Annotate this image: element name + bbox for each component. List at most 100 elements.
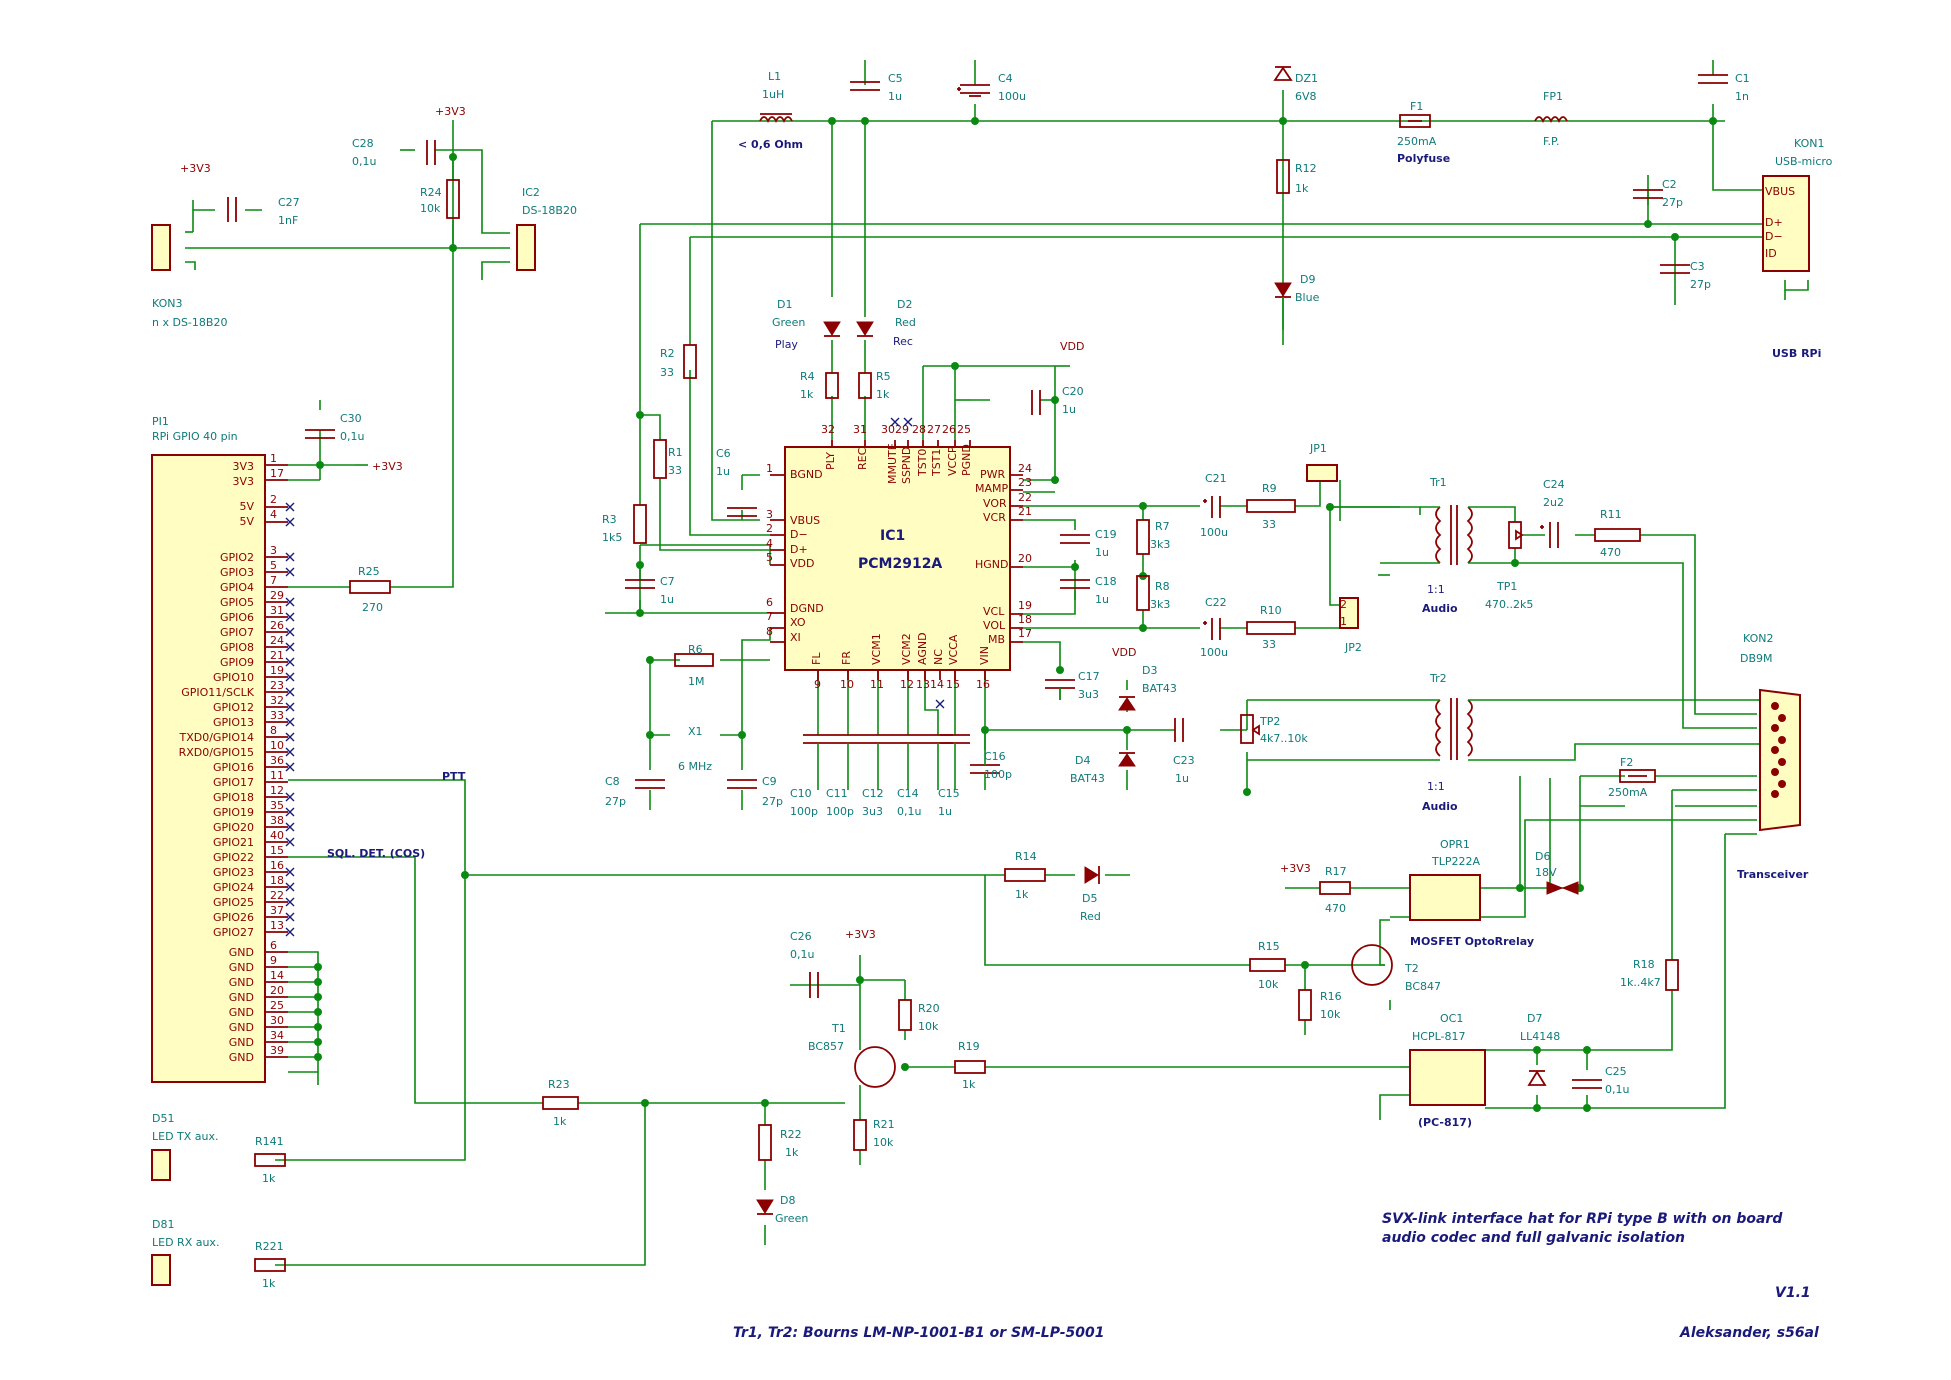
svg-text:GPIO21: GPIO21 [213,836,254,849]
svg-text:R2: R2 [660,347,675,360]
svg-text:3V3: 3V3 [232,475,254,488]
svg-text:30: 30 [270,1014,284,1027]
svg-text:GPIO10: GPIO10 [213,671,254,684]
svg-text:6V8: 6V8 [1295,90,1317,103]
svg-text:GPIO5: GPIO5 [220,596,254,609]
transceiver-label: Transceiver [1737,868,1809,881]
svg-text:TST0: TST0 [916,449,929,477]
svg-text:KON3: KON3 [152,297,183,310]
svg-text:R23: R23 [548,1078,570,1091]
svg-text:38: 38 [270,814,284,827]
transformers [1420,505,1488,761]
svg-text:10: 10 [270,739,284,752]
svg-text:21: 21 [270,649,284,662]
svg-text:250mA: 250mA [1397,135,1437,148]
svg-text:22: 22 [270,889,284,902]
svg-text:GND: GND [229,976,254,989]
connectors [151,175,1810,1286]
svg-text:C19: C19 [1095,528,1117,541]
svg-text:10k: 10k [918,1020,939,1033]
mosfet-label: MOSFET OptoRrelay [1410,935,1534,948]
svg-text:VCCA: VCCA [947,634,960,665]
svg-text:OPR1: OPR1 [1440,838,1470,851]
svg-text:VCM2: VCM2 [900,633,913,665]
svg-text:C24: C24 [1543,478,1565,491]
svg-text:R6: R6 [688,643,703,656]
svg-text:KON2: KON2 [1743,632,1774,645]
svg-text:MAMP: MAMP [975,482,1009,495]
svg-text:R1: R1 [668,446,683,459]
svg-text:27p: 27p [605,795,626,808]
svg-text:4: 4 [766,537,773,550]
v3-label-t1: +3V3 [845,928,876,941]
svg-text:GPIO7: GPIO7 [220,626,254,639]
svg-text:33: 33 [270,709,284,722]
svg-text:24: 24 [270,634,284,647]
svg-text:FL: FL [810,652,823,665]
svg-text:L1: L1 [768,70,781,83]
svg-text:11: 11 [870,678,884,691]
svg-text:GND: GND [229,946,254,959]
svg-text:3: 3 [270,544,277,557]
svg-text:D2: D2 [897,298,912,311]
svg-text:20: 20 [1018,552,1032,565]
svg-text:R9: R9 [1262,482,1277,495]
svg-text:GPIO20: GPIO20 [213,821,254,834]
svg-text:15: 15 [946,678,960,691]
svg-text:10k: 10k [873,1136,894,1149]
svg-text:GND: GND [229,1006,254,1019]
svg-text:GPIO3: GPIO3 [220,566,254,579]
svg-text:470: 470 [1325,902,1346,915]
svg-text:FP1: FP1 [1543,90,1563,103]
svg-text:BAT43: BAT43 [1142,682,1177,695]
active-parts [854,874,1486,1106]
svg-text:GPIO22: GPIO22 [213,851,254,864]
svg-text:IC2: IC2 [522,186,540,199]
svg-text:27p: 27p [762,795,783,808]
svg-text:R19: R19 [958,1040,980,1053]
svg-text:F.P.: F.P. [1543,135,1559,148]
svg-text:33: 33 [668,464,682,477]
capacitors [227,74,1728,1089]
svg-text:27p: 27p [1690,278,1711,291]
svg-text:1u: 1u [716,465,730,478]
svg-text:100u: 100u [998,90,1026,103]
svg-text:1M: 1M [688,675,705,688]
svg-text:31: 31 [270,604,284,617]
svg-text:100p: 100p [826,805,854,818]
svg-text:D1: D1 [777,298,792,311]
svg-text:D3: D3 [1142,664,1157,677]
svg-text:3V3: 3V3 [232,460,254,473]
svg-text:C20: C20 [1062,385,1084,398]
svg-text:D−: D− [1765,230,1783,243]
svg-text:VDD: VDD [790,557,814,570]
svg-text:C30: C30 [340,412,362,425]
svg-text:VIN: VIN [978,646,991,665]
svg-text:C3: C3 [1690,260,1705,273]
svg-text:DB9M: DB9M [1740,652,1773,665]
svg-text:GPIO26: GPIO26 [213,911,254,924]
svg-text:R16: R16 [1320,990,1342,1003]
svg-text:C22: C22 [1205,596,1227,609]
svg-text:F1: F1 [1410,100,1423,113]
svg-text:36: 36 [270,754,284,767]
svg-text:40: 40 [270,829,284,842]
v3-label-kon3: +3V3 [180,162,211,175]
svg-text:C17: C17 [1078,670,1100,683]
svg-text:GPIO13: GPIO13 [213,716,254,729]
audio2-label: Audio [1422,800,1458,813]
svg-text:4: 4 [270,508,277,521]
rec-label: Rec [893,335,913,348]
svg-text:VCR: VCR [983,511,1006,524]
v3-label-c28: +3V3 [435,105,466,118]
svg-text:R12: R12 [1295,162,1317,175]
svg-text:R5: R5 [876,370,891,383]
svg-text:D−: D− [790,528,808,541]
vdd-label: VDD [1060,340,1084,353]
version-label: V1.1 [1775,1285,1811,1301]
svg-text:Red: Red [1080,910,1101,923]
svg-text:Green: Green [775,1212,808,1225]
svg-text:BAT43: BAT43 [1070,772,1105,785]
